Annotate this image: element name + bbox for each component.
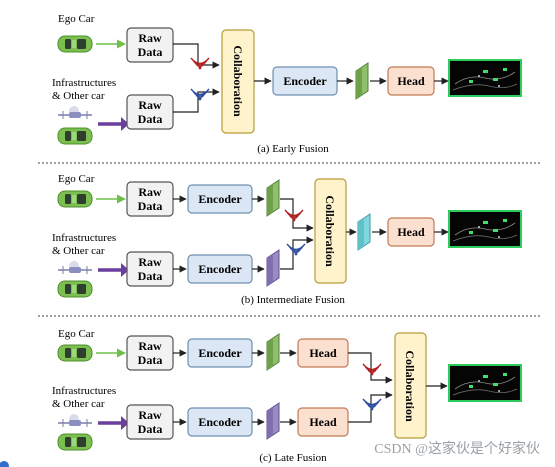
feature-map-icon [266, 179, 280, 217]
feature-map-icon [266, 333, 280, 371]
signal-icon [362, 363, 382, 377]
data-label: Data [138, 422, 163, 436]
watermark: CSDN @这家伙是个好家伙 [374, 440, 540, 457]
lidar-view-icon [448, 59, 522, 97]
purple-arrowhead [121, 263, 129, 277]
raw-label: Raw [138, 185, 162, 199]
drone-icon [57, 413, 93, 428]
signal-icon [362, 398, 382, 412]
corner-dot [0, 461, 9, 467]
panel-late-fusion: Ego Car Infrastructures & Other car Raw … [52, 328, 522, 464]
data-label: Data [138, 199, 163, 213]
connector [173, 43, 220, 69]
caption-late: (c) Late Fusion [259, 452, 327, 464]
feature-map-icon [355, 62, 369, 100]
connector [173, 88, 220, 113]
signal-icon [190, 88, 210, 102]
raw-label: Raw [138, 408, 162, 422]
data-label: Data [138, 269, 163, 283]
infra-label-line2: & Other car [52, 245, 105, 257]
encoder-label: Encoder [198, 346, 242, 360]
caption-intermediate: (b) Intermediate Fusion [241, 294, 345, 306]
infra-label-line2: & Other car [52, 90, 105, 102]
purple-arrowhead [121, 416, 129, 430]
car-icon [57, 433, 93, 451]
raw-label: Raw [138, 98, 162, 112]
head-label: Head [397, 74, 425, 88]
panel-intermediate-fusion: Ego Car Infrastructures & Other car Raw … [52, 173, 522, 306]
connector [280, 236, 314, 270]
raw-data-box [126, 27, 174, 63]
data-label: Data [138, 45, 163, 59]
raw-label: Raw [138, 255, 162, 269]
head-label: Head [309, 415, 337, 429]
head-label: Head [397, 225, 425, 239]
drone-icon [57, 260, 93, 275]
collaboration-label: Collaboration [323, 195, 337, 267]
encoder-label: Encoder [283, 74, 327, 88]
data-label: Data [138, 353, 163, 367]
panel-early-fusion: Ego Car Infrastructures & Other car Raw … [52, 13, 522, 155]
car-icon [57, 190, 93, 208]
raw-label: Raw [138, 339, 162, 353]
infra-label-line1: Infrastructures [52, 385, 116, 397]
encoder-label: Encoder [198, 192, 242, 206]
signal-icon [286, 243, 306, 257]
data-label: Data [138, 112, 163, 126]
lidar-view-icon [448, 364, 522, 402]
signal-icon [284, 209, 304, 223]
signal-icon [190, 57, 210, 71]
lidar-view-icon [448, 210, 522, 248]
raw-label: Raw [138, 31, 162, 45]
connector [348, 352, 393, 384]
car-icon [57, 344, 93, 362]
infra-label-line2: & Other car [52, 398, 105, 410]
encoder-label: Encoder [198, 415, 242, 429]
feature-map-icon [357, 213, 371, 251]
ego-car-label: Ego Car [58, 328, 95, 340]
feature-map-icon [266, 249, 280, 287]
ego-car-label: Ego Car [58, 13, 95, 25]
connector [280, 198, 314, 232]
encoder-label: Encoder [198, 262, 242, 276]
purple-arrowhead [121, 117, 129, 131]
car-icon [57, 280, 93, 298]
caption-early: (a) Early Fusion [257, 143, 329, 155]
feature-map-icon [266, 402, 280, 440]
infra-label-line1: Infrastructures [52, 232, 116, 244]
connector [348, 391, 393, 423]
infra-label-line1: Infrastructures [52, 77, 116, 89]
collaboration-label: Collaboration [403, 350, 417, 422]
ego-car-label: Ego Car [58, 173, 95, 185]
drone-icon [57, 105, 93, 120]
collaboration-label: Collaboration [231, 45, 245, 117]
collaboration-box [314, 178, 347, 284]
head-label: Head [309, 346, 337, 360]
car-icon [57, 127, 93, 145]
car-icon [57, 35, 93, 53]
